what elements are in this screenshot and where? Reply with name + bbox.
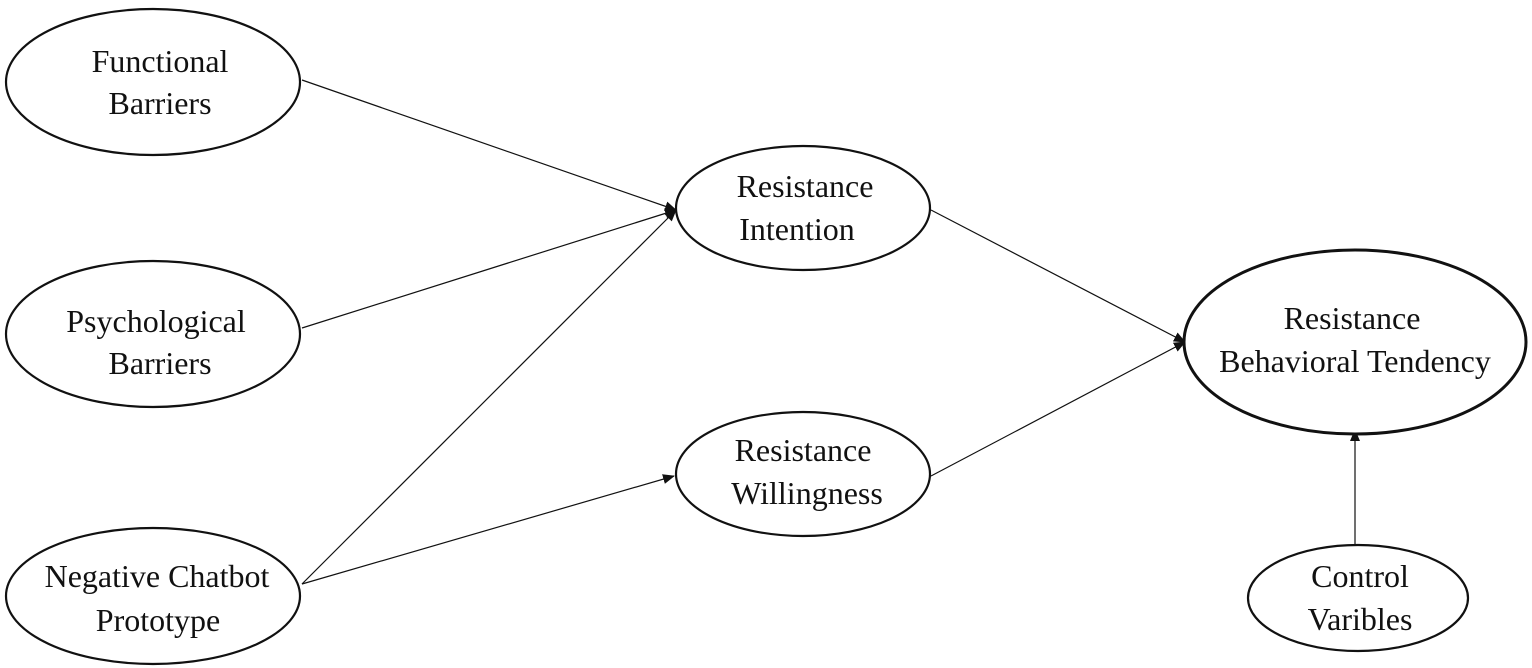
node-label-line2: Barriers [108, 345, 211, 381]
node-label-line1: Resistance [737, 168, 874, 204]
node-label-line2: Intention [739, 211, 855, 247]
edge-intention-to-tendency [930, 209, 1186, 343]
node-ellipse [1246, 543, 1470, 653]
edge-functional-to-intention [301, 79, 677, 212]
edge-prototype-to-intention [301, 209, 677, 585]
edge-prototype-to-willingness [301, 474, 675, 585]
node-ellipse [4, 7, 302, 157]
node-functional-barriers: Functional Barriers [4, 7, 302, 157]
node-ellipse [674, 410, 932, 538]
node-label-line2: Barriers [108, 85, 211, 121]
node-negative-chatbot-prototype: Negative Chatbot Prototype [4, 526, 302, 666]
edges [301, 79, 1360, 585]
node-label-line2: Willingness [731, 475, 883, 511]
node-ellipse [4, 259, 302, 409]
node-psychological-barriers: Psychological Barriers [4, 259, 302, 409]
edge-willingness-to-tendency [930, 341, 1186, 477]
node-label-line1: Psychological [66, 303, 246, 339]
node-label-line2: Prototype [96, 602, 220, 638]
node-resistance-intention: Resistance Intention [674, 144, 932, 272]
node-ellipse [1182, 248, 1528, 436]
node-label-line2: Behavioral Tendency [1219, 343, 1491, 379]
node-label-line1: Control [1311, 558, 1409, 594]
node-label-line1: Functional [92, 43, 229, 79]
edge-psychological-to-intention [301, 208, 677, 329]
node-ellipse [674, 144, 932, 272]
node-label-line1: Resistance [1284, 300, 1421, 336]
node-resistance-behavioral-tendency: Resistance Behavioral Tendency [1182, 248, 1528, 436]
node-ellipse [4, 526, 302, 666]
node-control-variables: Control Varibles [1246, 543, 1470, 653]
node-label-line2: Varibles [1308, 601, 1413, 637]
node-resistance-willingness: Resistance Willingness [674, 410, 932, 538]
node-label-line1: Negative Chatbot [45, 558, 270, 594]
node-label-line1: Resistance [735, 432, 872, 468]
